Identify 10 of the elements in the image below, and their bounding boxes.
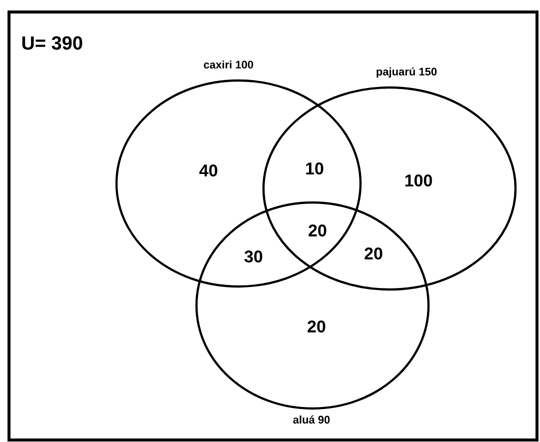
region-count: 20 [308, 224, 326, 237]
region-count: 30 [244, 250, 262, 263]
region-count: 20 [364, 247, 382, 260]
node-label: aluá 90 [293, 415, 330, 424]
region-count: 10 [306, 162, 324, 175]
region-count: 100 [405, 174, 432, 187]
node-label: pajuarú 150 [376, 67, 437, 78]
node-label: caxiri 100 [204, 60, 254, 69]
region-count: 40 [199, 164, 218, 177]
region-count: 20 [308, 320, 326, 333]
